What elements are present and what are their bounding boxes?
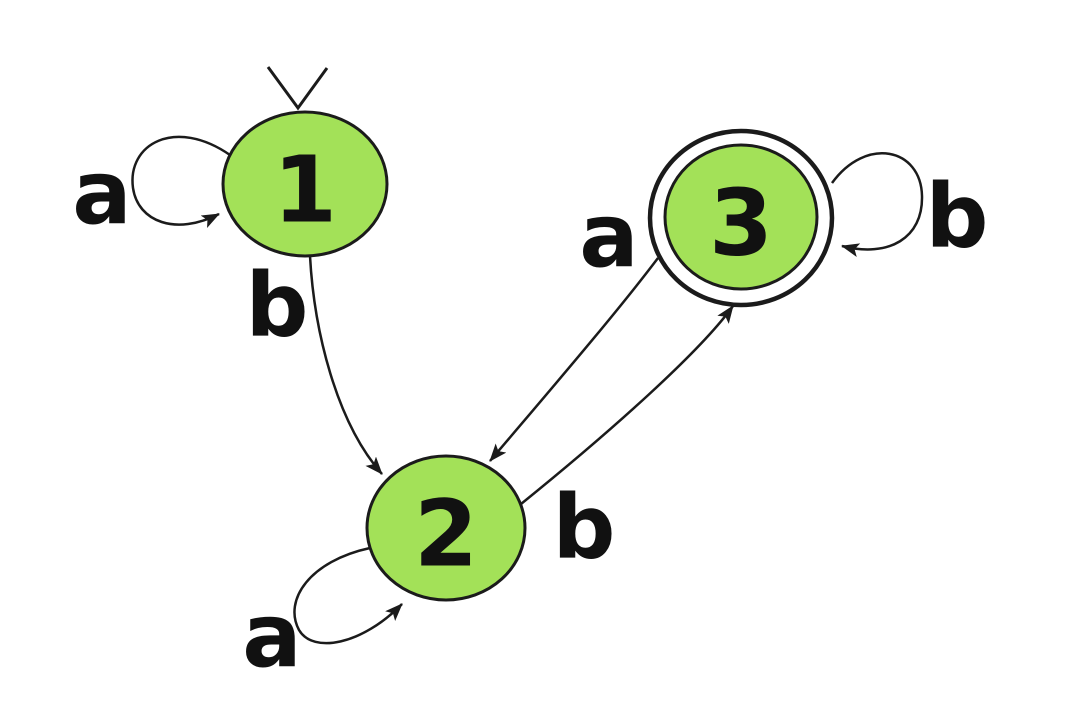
state-2-label: 2: [414, 481, 478, 588]
transition-3-2-label: a: [579, 185, 638, 288]
transition-2-3-label: b: [553, 476, 616, 579]
transition-2-2-edge: [293, 546, 403, 645]
start-arrow-icon: [266, 66, 329, 111]
transition-1-2-label: b: [246, 254, 309, 357]
state-3: 3: [647, 128, 835, 308]
state-3-circle: [663, 143, 819, 291]
state-1-label: 1: [273, 137, 337, 244]
state-1: 1: [221, 110, 389, 258]
transition-2-3-edge: [520, 305, 735, 505]
state-2-circle: [365, 454, 527, 602]
transition-2-2-label: a: [242, 585, 301, 688]
transition-3-3-label: b: [926, 165, 989, 268]
state-3-label: 3: [709, 170, 773, 277]
transition-1-2-edge: [308, 255, 383, 475]
transition-1-1-label: a: [72, 142, 131, 245]
transition-1-1-edge: [131, 135, 231, 228]
transition-3-3-edge: [830, 152, 924, 257]
state-1-circle: [221, 110, 389, 258]
state-2: 2: [365, 454, 527, 602]
transition-3-2-edge: [489, 257, 659, 462]
